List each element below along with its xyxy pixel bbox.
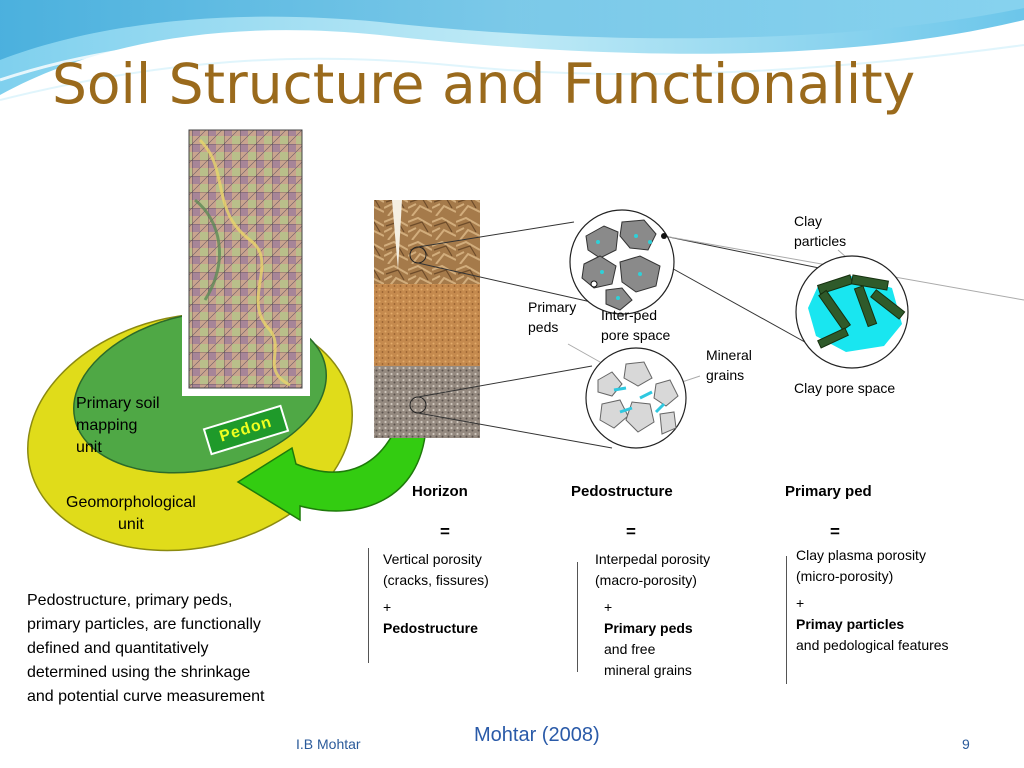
column-header-pedostructure: Pedostructure [571,483,673,500]
primary-peds-circle [569,209,675,315]
primary-soil-mapping-unit-label: Primary soil mapping unit [76,395,160,456]
horizon-description: Vertical porosity (cracks, fissures) + P… [383,551,489,636]
inter-ped-pore-space-label: Inter-ped pore space [601,307,671,343]
clay-pore-space-label: Clay pore space [794,380,896,396]
curved-arrow [236,427,427,522]
header-wave-decoration [0,0,1024,101]
primary-ped-description: Clay plasma porosity (micro-porosity) + … [796,547,949,653]
equals-sign-pedostructure: = [626,522,636,541]
footer-author: I.B Mohtar [296,736,361,752]
clay-particles-label: Clay particles [794,213,847,249]
column-header-primary-ped: Primary ped [785,483,872,500]
equals-sign-horizon: = [440,522,450,541]
description-paragraph: Pedostructure, primary peds, primary par… [27,592,265,705]
mineral-grains-circle [585,347,687,449]
soil-profile-column [374,200,480,438]
citation: Mohtar (2008) [474,724,600,746]
column-bracket-pedostructure [577,562,578,672]
equals-sign-primary-ped: = [830,522,840,541]
column-bracket-primary-ped [786,556,787,684]
column-bracket-horizon [368,548,369,663]
soil-map-image [182,124,310,396]
clay-pore-circle [795,255,909,369]
primary-peds-label: Primary peds [528,299,577,335]
slide-title: Soil Structure and Functionality [52,52,916,116]
zoom-connector-lines [417,221,859,449]
geomorphological-unit-label: Geomorphological unit [66,494,196,533]
mineral-grains-label: Mineral grains [706,347,752,383]
pedostructure-description: Interpedal porosity (macro-porosity) + P… [595,551,711,678]
column-header-horizon: Horizon [412,483,468,500]
page-number: 9 [962,736,970,752]
